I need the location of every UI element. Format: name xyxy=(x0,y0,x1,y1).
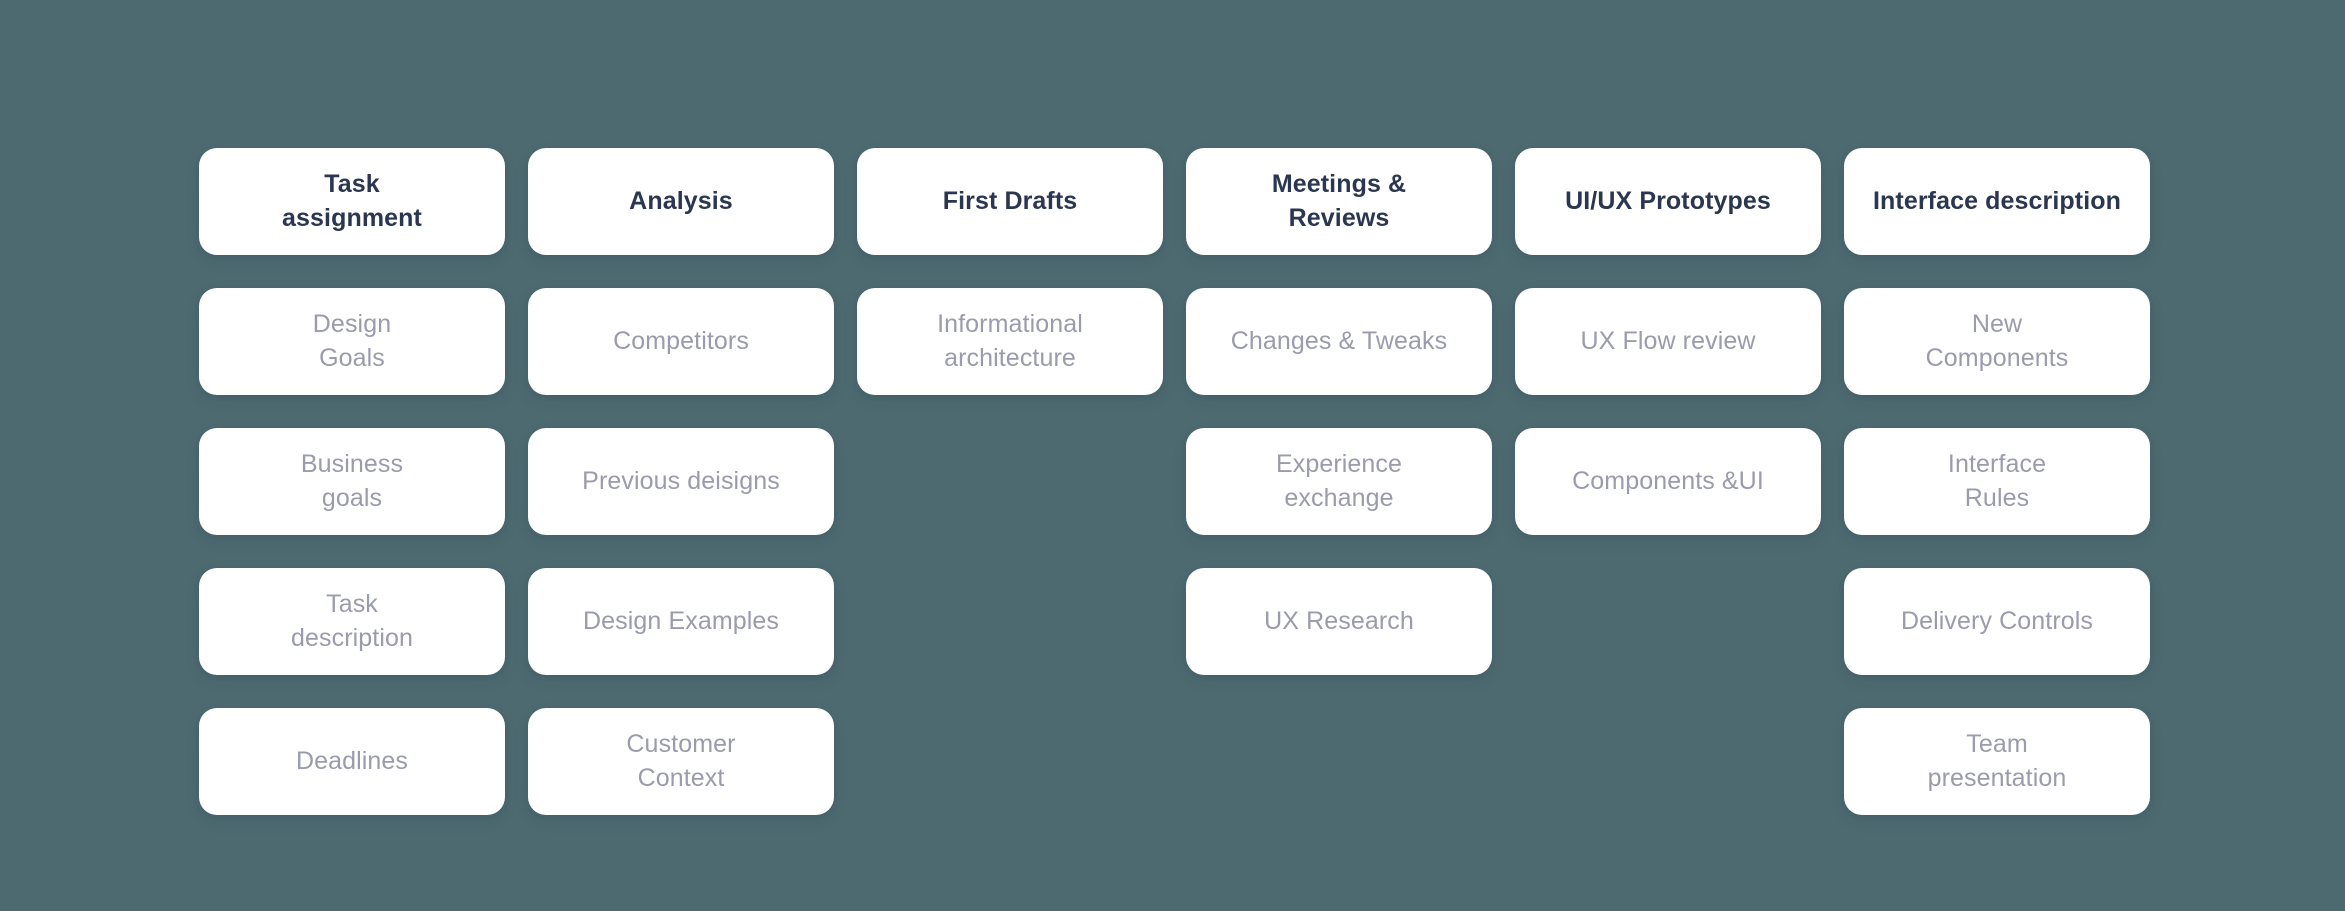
task-card-label: Team presentation xyxy=(1927,730,2067,792)
column-header-label: Meetings & Reviews xyxy=(1271,170,1407,232)
task-card-label: Deadlines xyxy=(295,746,409,775)
process-board-grid: Task assignment Analysis First Drafts Meeti… xyxy=(199,148,2150,815)
column-header-card-meetings-reviews[interactable]: Meetings & Reviews xyxy=(1186,148,1492,255)
task-card-label: Design Goals xyxy=(312,310,392,372)
task-card-design-goals[interactable]: Design Goals xyxy=(199,288,505,395)
task-card-design-examples[interactable]: Design Examples xyxy=(528,568,834,675)
task-card-new-components[interactable]: New Components xyxy=(1844,288,2150,395)
task-card-label: Delivery Controls xyxy=(1900,606,2094,635)
task-card-task-description[interactable]: Task description xyxy=(199,568,505,675)
column-header-card-task-assignment[interactable]: Task assignment xyxy=(199,148,505,255)
task-card-components-ui[interactable]: Components &UI xyxy=(1515,428,1821,535)
task-card-label: New Components xyxy=(1925,310,2069,372)
column-header-card-interface-description[interactable]: Interface description xyxy=(1844,148,2150,255)
task-card-business-goals[interactable]: Business goals xyxy=(199,428,505,535)
task-card-label: Customer Context xyxy=(626,730,736,792)
task-card-label: Changes & Tweaks xyxy=(1230,326,1448,355)
task-card-deadlines[interactable]: Deadlines xyxy=(199,708,505,815)
task-card-team-presentation[interactable]: Team presentation xyxy=(1844,708,2150,815)
task-card-previous-deisigns[interactable]: Previous deisigns xyxy=(528,428,834,535)
task-card-label: Competitors xyxy=(613,326,749,355)
task-card-interface-rules[interactable]: Interface Rules xyxy=(1844,428,2150,535)
task-card-label: Interface Rules xyxy=(1947,450,2047,512)
task-card-label: UX Flow review xyxy=(1580,326,1756,355)
empty-slot xyxy=(1515,708,1821,815)
column-header-label: First Drafts xyxy=(942,186,1078,215)
empty-slot xyxy=(857,708,1163,815)
column-header-label: Analysis xyxy=(629,186,733,215)
task-card-label: Informational architecture xyxy=(937,310,1083,372)
task-card-label: Components &UI xyxy=(1572,466,1764,495)
empty-slot xyxy=(1186,708,1492,815)
column-header-card-first-drafts[interactable]: First Drafts xyxy=(857,148,1163,255)
task-card-label: Task description xyxy=(291,590,413,652)
task-card-experience-exchange[interactable]: Experience exchange xyxy=(1186,428,1492,535)
column-header-label: UI/UX Prototypes xyxy=(1565,186,1771,215)
task-card-customer-context[interactable]: Customer Context xyxy=(528,708,834,815)
task-card-label: Design Examples xyxy=(582,606,780,635)
task-card-competitors[interactable]: Competitors xyxy=(528,288,834,395)
task-card-changes-tweaks[interactable]: Changes & Tweaks xyxy=(1186,288,1492,395)
empty-slot xyxy=(1515,568,1821,675)
task-card-delivery-controls[interactable]: Delivery Controls xyxy=(1844,568,2150,675)
task-card-label: Business goals xyxy=(300,450,404,512)
task-card-ux-flow-review[interactable]: UX Flow review xyxy=(1515,288,1821,395)
task-card-label: Experience exchange xyxy=(1275,450,1403,512)
column-header-card-ui-ux-prototypes[interactable]: UI/UX Prototypes xyxy=(1515,148,1821,255)
column-header-card-analysis[interactable]: Analysis xyxy=(528,148,834,255)
empty-slot xyxy=(857,568,1163,675)
column-header-label: Task assignment xyxy=(282,170,422,232)
task-card-label: Previous deisigns xyxy=(582,466,780,495)
column-header-label: Interface description xyxy=(1873,186,2121,215)
empty-slot xyxy=(857,428,1163,535)
task-card-informational-architecture[interactable]: Informational architecture xyxy=(857,288,1163,395)
task-card-label: UX Research xyxy=(1264,606,1414,635)
task-card-ux-research[interactable]: UX Research xyxy=(1186,568,1492,675)
